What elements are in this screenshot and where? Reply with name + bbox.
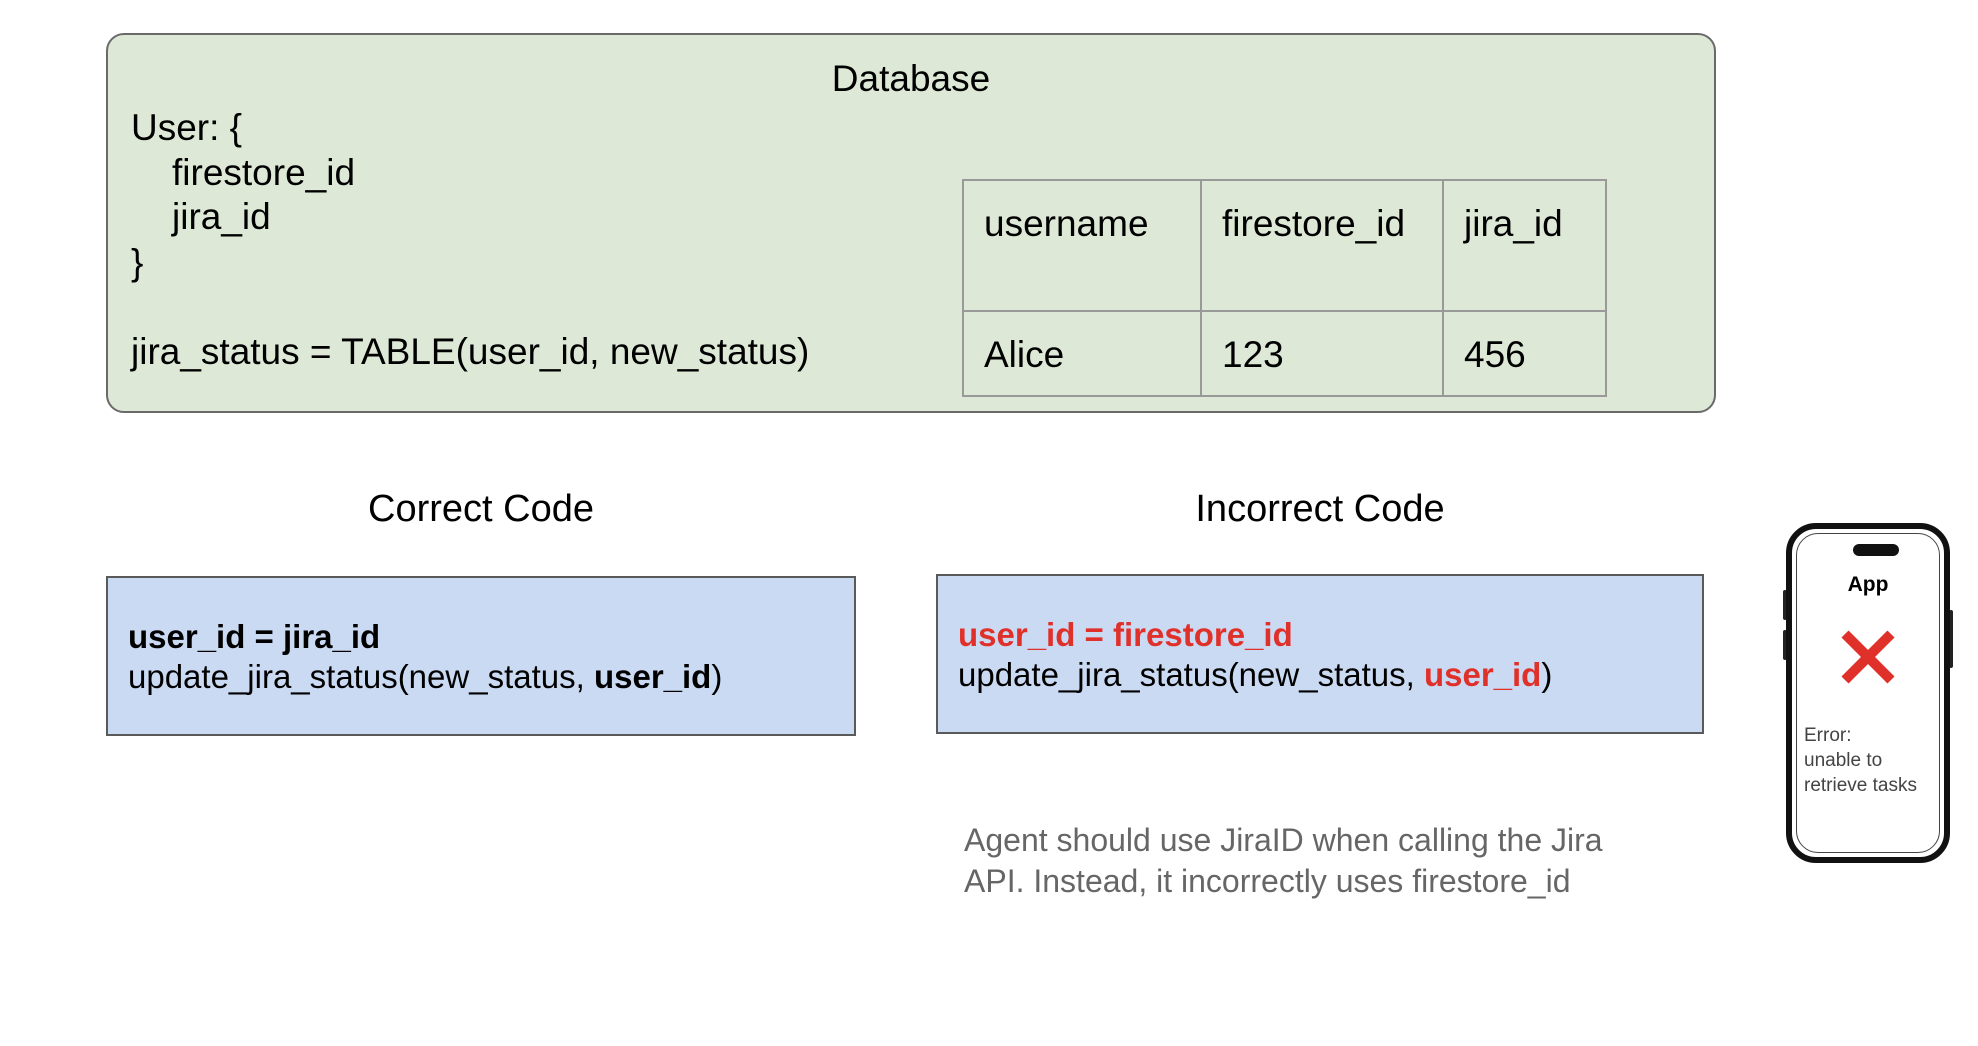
table-header-jira-id: jira_id (1442, 179, 1607, 312)
phone-side-button (1783, 630, 1787, 660)
correct-call-arg: user_id (593, 658, 712, 695)
incorrect-code-line-2: update_jira_status(new_status, user_id) (958, 656, 1552, 694)
correct-code-title: Correct Code (368, 488, 594, 530)
jira-status-definition: jira_status = TABLE(user_id, new_status) (131, 331, 810, 372)
explanation-line-1: Agent should use JiraID when calling the… (964, 822, 1603, 858)
schema-line-firestore-id: firestore_id (172, 152, 356, 193)
schema-line-jira-id: jira_id (172, 196, 271, 237)
explanation-line-2: API. Instead, it incorrectly uses firest… (964, 863, 1571, 899)
phone-mockup (1786, 523, 1950, 863)
table-header-firestore-id: firestore_id (1200, 179, 1444, 312)
phone-screen (1796, 533, 1940, 853)
correct-call-suffix: ) (711, 658, 723, 695)
incorrect-call-prefix: update_jira_status(new_status, (958, 656, 1424, 693)
schema-line-user-open: User: { (131, 107, 243, 148)
explanation-note: Agent should use JiraID when calling the… (964, 820, 1684, 902)
table-cell-jira-id: 456 (1442, 310, 1607, 397)
phone-side-button (1949, 610, 1953, 668)
table-header-username: username (962, 179, 1202, 312)
incorrect-call-arg: user_id (1423, 656, 1542, 693)
error-x-icon (1841, 630, 1895, 684)
schema-line-close: } (131, 242, 144, 283)
database-title: Database (831, 58, 991, 99)
error-line-3: retrieve tasks (1804, 775, 1917, 796)
table-row: Alice 123 456 (962, 310, 1607, 397)
phone-side-button (1783, 590, 1787, 620)
phone-notch (1853, 544, 1899, 556)
table-header-row: username firestore_id jira_id (962, 179, 1607, 312)
error-message: Error: unable to retrieve tasks (1804, 723, 1917, 798)
table-cell-username: Alice (962, 310, 1202, 397)
correct-code-line-2: update_jira_status(new_status, user_id) (128, 658, 722, 696)
error-line-1: Error: (1804, 725, 1852, 746)
correct-call-prefix: update_jira_status(new_status, (128, 658, 594, 695)
table-cell-firestore-id: 123 (1200, 310, 1444, 397)
correct-code-line-1: user_id = jira_id (128, 618, 381, 655)
user-table: username firestore_id jira_id Alice 123 … (962, 179, 1607, 397)
incorrect-code-line-1: user_id = firestore_id (958, 616, 1293, 653)
incorrect-code-box: user_id = firestore_id update_jira_statu… (936, 574, 1704, 734)
correct-code-box: user_id = jira_id update_jira_status(new… (106, 576, 856, 736)
incorrect-code-title: Incorrect Code (1195, 488, 1445, 530)
error-line-2: unable to (1804, 750, 1883, 771)
incorrect-call-suffix: ) (1541, 656, 1553, 693)
app-label: App (1847, 573, 1889, 596)
